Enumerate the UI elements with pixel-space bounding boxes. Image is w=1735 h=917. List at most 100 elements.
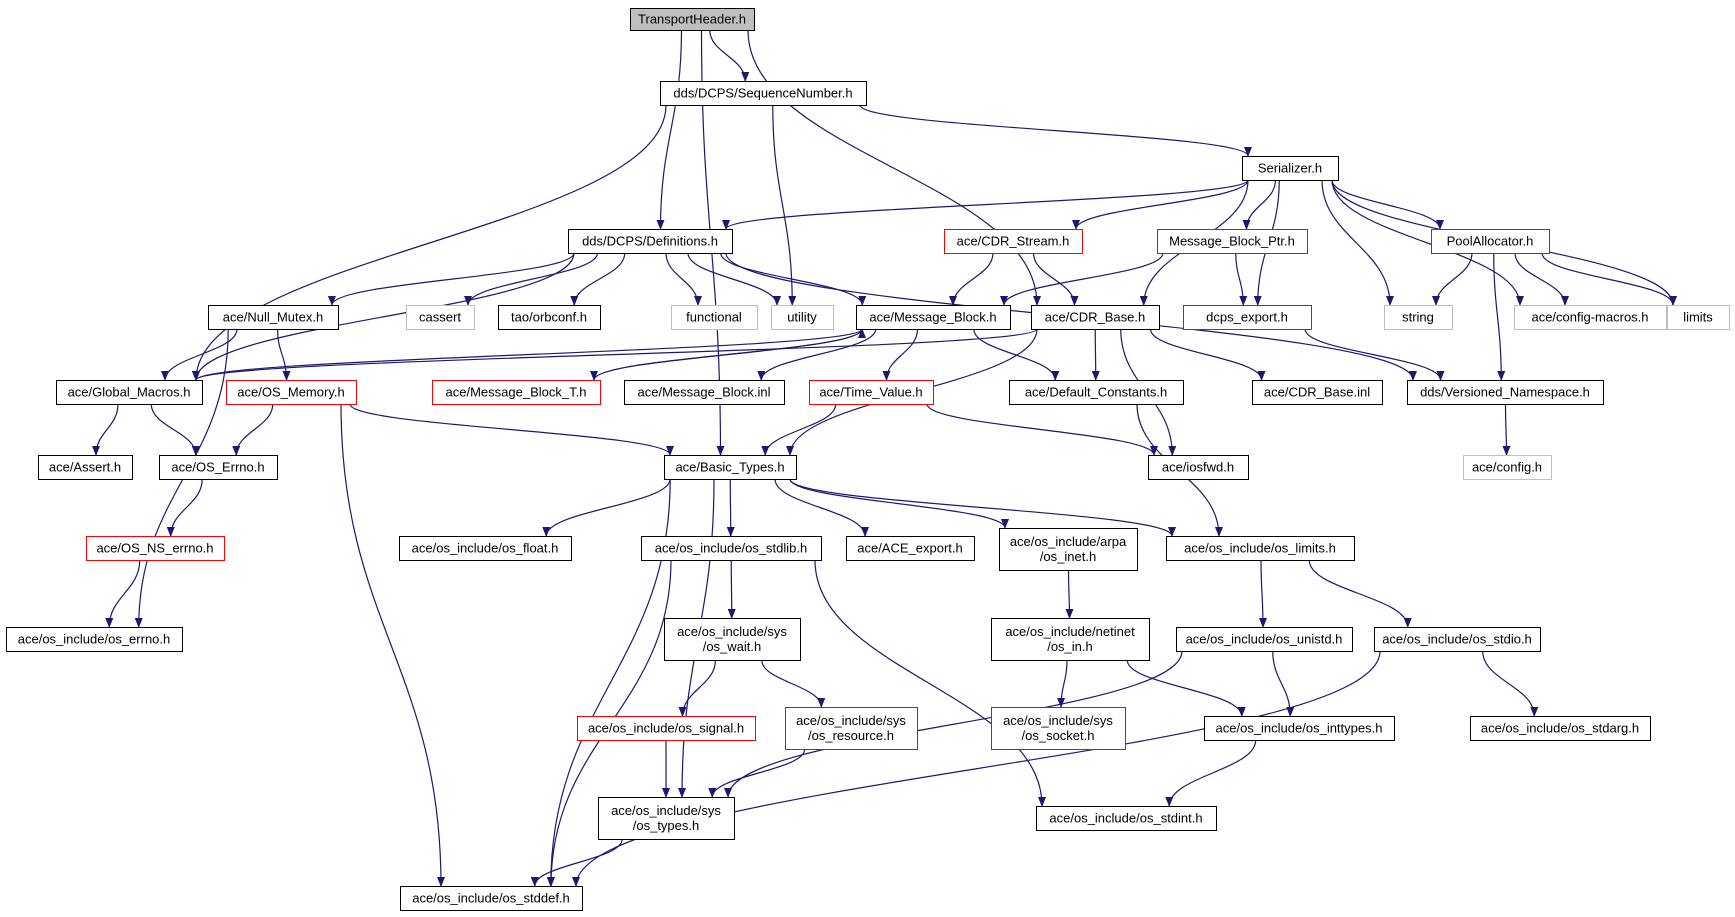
node-transportheader[interactable]: TransportHeader.h — [630, 8, 755, 31]
node-os-signal[interactable]: ace/os_include/os_signal.h — [577, 716, 756, 741]
node-os-stdlib[interactable]: ace/os_include/os_stdlib.h — [641, 536, 822, 561]
node-label: ace/os_include/sys/os_wait.h — [677, 624, 787, 654]
node-box — [664, 618, 801, 661]
node-utility[interactable]: utility — [771, 305, 834, 330]
edge-arpa-inet-to-netinet-in — [1065, 569, 1074, 619]
node-arpa-inet[interactable]: ace/os_include/arpa/os_inet.h — [999, 528, 1138, 571]
node-sys-resource[interactable]: ace/os_include/sys/os_resource.h — [785, 707, 918, 750]
node-box — [846, 536, 975, 561]
node-label: ace/Message_Block.h — [869, 310, 996, 325]
edge-os-unistd-to-os-inttypes — [1272, 650, 1295, 717]
node-config-macros[interactable]: ace/config-macros.h — [1514, 305, 1667, 330]
edge-os-limits-to-os-stdio — [1308, 559, 1412, 628]
node-config[interactable]: ace/config.h — [1463, 455, 1552, 480]
edge-basic-types-to-os-limits — [789, 478, 1176, 537]
edge-definitions-to-message-block — [720, 252, 867, 306]
node-label: string — [1402, 310, 1434, 325]
node-message-block[interactable]: ace/Message_Block.h — [856, 305, 1011, 330]
node-box — [6, 627, 183, 652]
edge-basic-types-to-os-float — [542, 478, 671, 537]
edge-sys-types-to-os-stddef — [530, 838, 623, 887]
node-label: ace/os_include/os_stdlib.h — [655, 541, 808, 556]
node-global-macros[interactable]: ace/Global_Macros.h — [56, 380, 203, 405]
node-box — [1176, 627, 1353, 652]
node-os-unistd[interactable]: ace/os_include/os_unistd.h — [1176, 627, 1353, 652]
node-functional[interactable]: functional — [671, 305, 758, 330]
node-box — [406, 305, 475, 330]
node-definitions[interactable]: dds/DCPS/Definitions.h — [568, 229, 733, 254]
node-box — [577, 716, 756, 741]
node-os-inttypes[interactable]: ace/os_include/os_inttypes.h — [1204, 716, 1395, 741]
node-message-block-t[interactable]: ace/Message_Block_T.h — [432, 380, 601, 405]
node-time-value[interactable]: ace/Time_Value.h — [809, 380, 934, 405]
node-box — [664, 455, 797, 480]
node-string[interactable]: string — [1384, 305, 1453, 330]
node-cdr-base-inl[interactable]: ace/CDR_Base.inl — [1252, 380, 1383, 405]
edge-poolallocator-to-versioned-namespace — [1493, 252, 1506, 381]
node-box — [568, 229, 733, 254]
node-label: ace/os_include/os_stdarg.h — [1481, 721, 1639, 736]
node-box — [226, 380, 357, 405]
node-box — [1166, 536, 1355, 561]
node-label: ace/os_include/os_stdint.h — [1049, 811, 1202, 826]
node-box — [399, 536, 572, 561]
node-basic-types[interactable]: ace/Basic_Types.h — [664, 455, 797, 480]
edge-serializer-to-message-block-ptr — [1242, 179, 1277, 230]
node-sys-types[interactable]: ace/os_include/sys/os_types.h — [598, 797, 735, 840]
edge-sequencenumber-to-global-macros — [192, 104, 667, 381]
node-label: ace/iosfwd.h — [1162, 460, 1234, 475]
node-box — [1031, 305, 1160, 330]
node-os-memory[interactable]: ace/OS_Memory.h — [226, 380, 357, 405]
node-os-limits[interactable]: ace/os_include/os_limits.h — [1166, 536, 1355, 561]
node-os-errno[interactable]: ace/os_include/os_errno.h — [6, 627, 183, 652]
node-box — [498, 305, 601, 330]
node-sys-socket[interactable]: ace/os_include/sys/os_socket.h — [991, 707, 1126, 750]
node-box — [1204, 716, 1395, 741]
node-box — [999, 528, 1138, 571]
node-iosfwd[interactable]: ace/iosfwd.h — [1148, 455, 1249, 480]
node-cdr-stream[interactable]: ace/CDR_Stream.h — [944, 229, 1083, 254]
edge-basic-types-to-arpa-inet — [789, 478, 1009, 529]
node-label: ace/os_include/os_errno.h — [18, 632, 171, 647]
node-os-float[interactable]: ace/os_include/os_float.h — [399, 536, 572, 561]
node-os-errno-h[interactable]: ace/OS_Errno.h — [159, 455, 278, 480]
node-sys-wait[interactable]: ace/os_include/sys/os_wait.h — [664, 618, 801, 661]
node-cassert[interactable]: cassert — [406, 305, 475, 330]
node-os-stdarg[interactable]: ace/os_include/os_stdarg.h — [1470, 716, 1651, 741]
edge-serializer-to-config-macros — [1331, 179, 1524, 306]
edge-null-mutex-to-os-memory — [276, 328, 291, 381]
node-assert[interactable]: ace/Assert.h — [38, 455, 133, 480]
node-box — [400, 886, 583, 911]
edge-message-block-to-default-constants — [973, 328, 1060, 381]
node-os-stdio[interactable]: ace/os_include/os_stdio.h — [1374, 627, 1541, 652]
node-netinet-in[interactable]: ace/os_include/netinet/os_in.h — [991, 618, 1150, 661]
node-label: ace/Global_Macros.h — [68, 385, 191, 400]
node-os-stddef[interactable]: ace/os_include/os_stddef.h — [400, 886, 583, 911]
node-limits[interactable]: limits — [1667, 305, 1730, 330]
node-default-constants[interactable]: ace/Default_Constants.h — [1009, 380, 1184, 405]
node-message-block-ptr[interactable]: Message_Block_Ptr.h — [1157, 229, 1308, 254]
node-sequencenumber[interactable]: dds/DCPS/SequenceNumber.h — [660, 81, 867, 106]
node-label: limits — [1683, 310, 1713, 325]
node-message-block-inl[interactable]: ace/Message_Block.inl — [624, 380, 785, 405]
node-box — [671, 305, 758, 330]
node-null-mutex[interactable]: ace/Null_Mutex.h — [208, 305, 339, 330]
node-versioned-namespace[interactable]: dds/Versioned_Namespace.h — [1407, 380, 1604, 405]
node-orbconf[interactable]: tao/orbconf.h — [498, 305, 601, 330]
node-box — [1036, 806, 1217, 831]
node-os-ns-errno[interactable]: ace/OS_NS_errno.h — [86, 536, 225, 561]
node-poolallocator[interactable]: PoolAllocator.h — [1431, 229, 1550, 254]
node-label: ace/os_include/os_unistd.h — [1186, 632, 1343, 647]
node-dcps-export[interactable]: dcps_export.h — [1183, 305, 1312, 330]
node-ace-export[interactable]: ace/ACE_export.h — [846, 536, 975, 561]
node-box — [86, 536, 225, 561]
node-label: ace/Message_Block_T.h — [446, 385, 587, 400]
edge-os-errno-h-to-os-ns-errno — [166, 478, 203, 537]
edge-serializer-to-poolallocator — [1331, 179, 1444, 230]
node-serializer[interactable]: Serializer.h — [1242, 156, 1339, 181]
edge-sequencenumber-to-serializer — [859, 104, 1252, 157]
node-cdr-base[interactable]: ace/CDR_Base.h — [1031, 305, 1160, 330]
node-label: ace/os_include/netinet/os_in.h — [1005, 624, 1135, 654]
node-os-stdint[interactable]: ace/os_include/os_stdint.h — [1036, 806, 1217, 831]
node-box — [1407, 380, 1604, 405]
